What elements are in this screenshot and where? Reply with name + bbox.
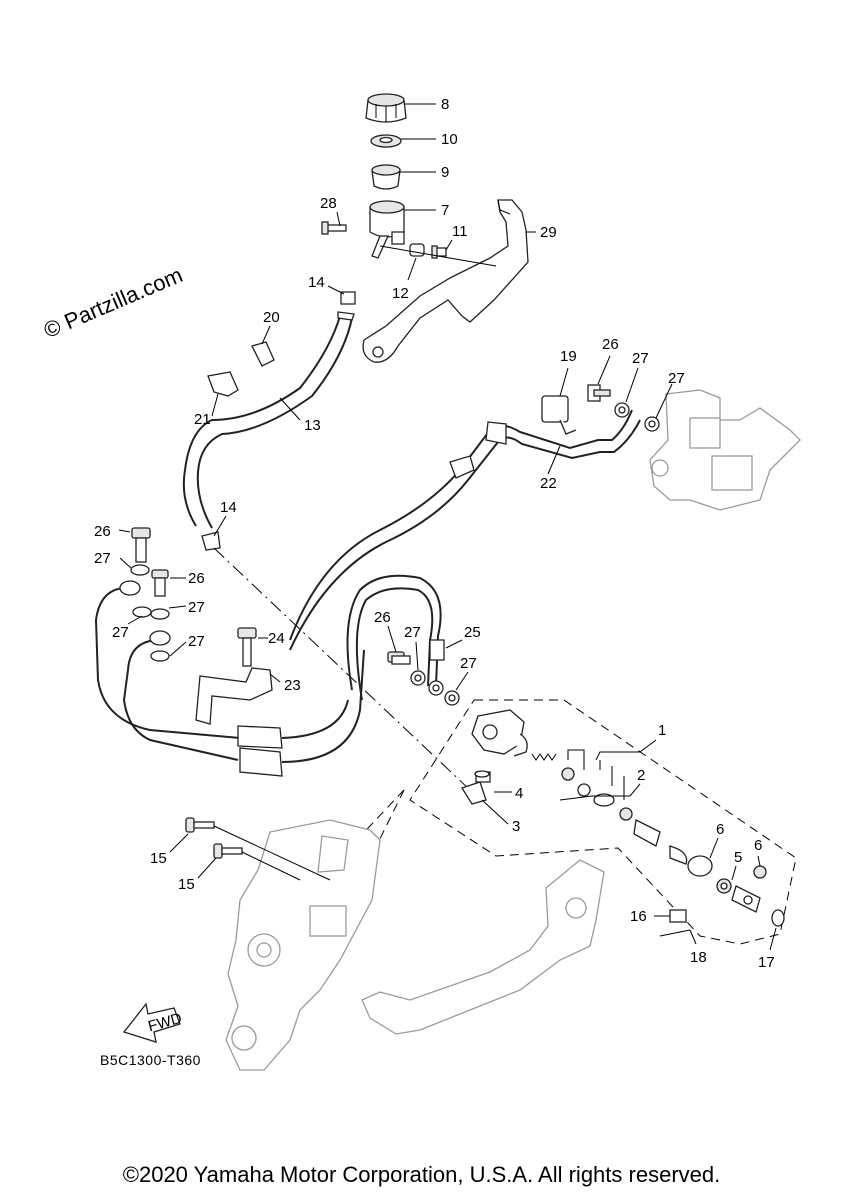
screw-28 <box>321 221 347 235</box>
diagram-code: B5C1300-T360 <box>100 1052 201 1068</box>
callout-27: 27 <box>188 599 205 616</box>
union-bolt-26-mid <box>387 651 411 665</box>
callout-9: 9 <box>441 164 449 181</box>
bolt-15-b <box>213 843 243 859</box>
gasket-27-left-b <box>132 606 152 618</box>
bolt-24 <box>237 627 257 667</box>
gasket-27-top-b <box>644 416 660 432</box>
assembly-1-outline <box>409 699 797 945</box>
union-bolt-26-left-a <box>131 527 151 563</box>
diaphragm-9 <box>371 164 401 190</box>
nut-6-c <box>753 865 767 879</box>
callout-18: 18 <box>690 949 707 966</box>
gasket-27-mid-c <box>444 690 460 706</box>
gasket-27-mid-a <box>410 670 426 686</box>
callout-22: 22 <box>540 475 557 492</box>
callout-8: 8 <box>441 96 449 113</box>
callout-24: 24 <box>268 630 285 647</box>
callout-1: 1 <box>658 722 666 739</box>
callout-12: 12 <box>392 285 409 302</box>
callout-11: 11 <box>452 223 468 240</box>
master-cylinder-body <box>471 709 528 757</box>
gasket-27-left-c <box>150 608 170 620</box>
callout-17: 17 <box>758 954 775 971</box>
grommet-12 <box>409 243 425 257</box>
cotter-pin-18 <box>659 929 691 937</box>
hose-joint-blocks <box>237 649 365 777</box>
callout-21: 21 <box>194 411 211 428</box>
clip-20 <box>251 341 275 367</box>
hose-clamp-14-upper <box>340 291 356 305</box>
callout-27: 27 <box>112 624 129 641</box>
callout-29: 29 <box>540 224 557 241</box>
hose-clamp-14-lower <box>201 531 221 551</box>
spring <box>531 753 557 761</box>
reservoir-hose-13 <box>182 311 355 529</box>
boot-6-a <box>687 855 713 877</box>
callout-15: 15 <box>178 876 195 893</box>
bracket-23 <box>195 667 273 725</box>
callout-13: 13 <box>304 417 321 434</box>
callout-26: 26 <box>188 570 205 587</box>
washer-17 <box>771 909 785 927</box>
callout-20: 20 <box>263 309 280 326</box>
union-bolt-26-top <box>587 384 611 402</box>
callout-2: 2 <box>637 767 645 784</box>
callout-6: 6 <box>754 837 762 854</box>
hose-holder-21 <box>207 371 239 397</box>
callout-27: 27 <box>460 655 477 672</box>
brake-pipe-left <box>94 580 241 761</box>
gasket-27-top-a <box>614 402 630 418</box>
switch-19 <box>541 395 577 435</box>
bolt-15-a <box>185 817 215 833</box>
callout-19: 19 <box>560 348 577 365</box>
callout-14: 14 <box>308 274 325 291</box>
callout-26: 26 <box>94 523 111 540</box>
nut-6-b <box>716 878 732 894</box>
callout-7: 7 <box>441 202 449 219</box>
callout-4: 4 <box>515 785 523 802</box>
banjo-3-4 <box>461 770 491 805</box>
callout-23: 23 <box>284 677 301 694</box>
gasket-27-mid-b <box>428 680 444 696</box>
reservoir-cap-8 <box>365 93 407 123</box>
callout-15: 15 <box>150 850 167 867</box>
copyright-notice: ©2020 Yamaha Motor Corporation, U.S.A. A… <box>122 1162 721 1187</box>
callout-25: 25 <box>464 624 481 641</box>
bracket-29 <box>362 199 529 363</box>
brake-hose-22 <box>289 409 641 651</box>
callout-5: 5 <box>734 849 742 866</box>
callout-27: 27 <box>94 550 111 567</box>
callout-16: 16 <box>630 908 647 925</box>
screw-11 <box>431 245 447 259</box>
callout-10: 10 <box>441 131 458 148</box>
callout-6: 6 <box>716 821 724 838</box>
callout-14: 14 <box>220 499 237 516</box>
brake-pedal-ghost <box>361 859 605 1035</box>
brake-caliper-ghost <box>649 389 801 511</box>
push-rod-5 <box>731 885 761 913</box>
footrest-bracket-ghost <box>225 819 381 1071</box>
pin-16 <box>669 909 687 923</box>
callout-3: 3 <box>512 818 520 835</box>
callout-28: 28 <box>320 195 337 212</box>
callout-26: 26 <box>374 609 391 626</box>
fwd-arrow-icon: FWD <box>122 1002 184 1043</box>
piston-kit-2 <box>561 767 688 865</box>
gasket-27-left-a <box>130 564 150 576</box>
callout-27: 27 <box>404 624 421 641</box>
callout-26: 26 <box>602 336 619 353</box>
union-bolt-26-left-b <box>151 569 169 597</box>
gasket-27-left-d <box>150 650 170 662</box>
reservoir-tank-7 <box>369 200 405 259</box>
callout-27: 27 <box>632 350 649 367</box>
callout-27: 27 <box>668 370 685 387</box>
diaphragm-plate-10 <box>370 134 402 148</box>
callout-27: 27 <box>188 633 205 650</box>
brake-hose-25 <box>346 574 445 701</box>
